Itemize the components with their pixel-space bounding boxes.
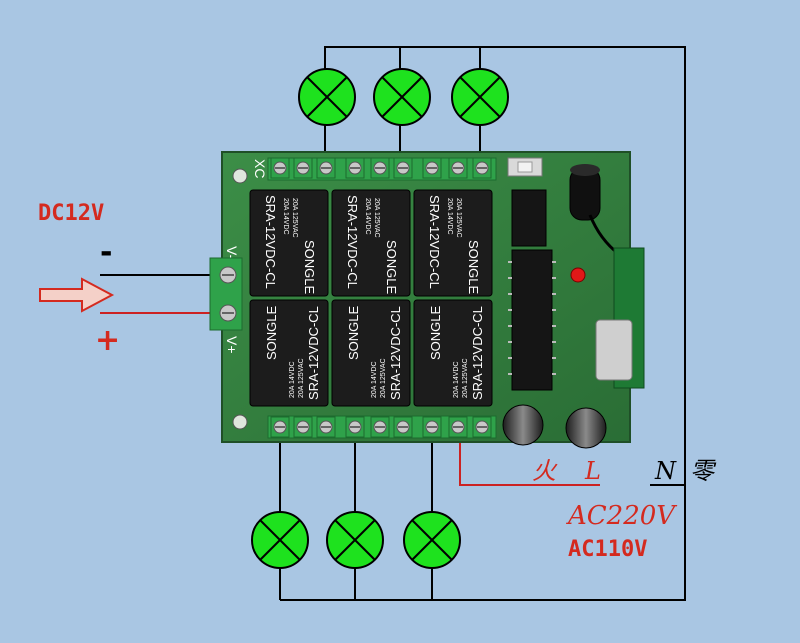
relay-rating: 20A 125VAC (291, 198, 298, 238)
lamp-icon (403, 511, 461, 569)
ic-chip-decoder (511, 249, 553, 391)
plus-sign-label: + (95, 323, 120, 358)
relay-rating: 20A 125VAC (373, 198, 380, 238)
relay-rating: 20A 14VDC (289, 361, 296, 398)
relay-brand: SONGLE (302, 240, 317, 295)
ic-chip-small (511, 189, 547, 247)
bottom-terminal-strip (267, 415, 497, 439)
relay-rating: 20A 125VAC (462, 358, 469, 398)
capacitor-1 (502, 404, 544, 446)
relay-rating: 20A 125VAC (380, 358, 387, 398)
relay-brand: SONGLE (346, 305, 361, 360)
line-L-label: L (584, 457, 601, 485)
line-N-label: N (654, 457, 677, 485)
lamp-icon (326, 511, 384, 569)
mount-hole (232, 414, 248, 430)
relay-model: SRA-12VDC-CL (306, 306, 321, 400)
lamp-icon (451, 68, 509, 126)
minus-sign-label: - (100, 235, 112, 270)
capacitor-2 (565, 407, 607, 449)
ac-voltage-110-label: AC110V (568, 537, 647, 562)
relay-2: SRA-12VDC-CL 20A 14VDC 20A 125VAC SONGLE (331, 189, 411, 297)
relay-rating: 20A 14VDC (282, 198, 289, 235)
relay-board: V- V+ XC SRA-12VDC-CL 2 (209, 151, 645, 449)
relay-model: SRA-12VDC-CL (388, 306, 403, 400)
relay-model: SRA-12VDC-CL (470, 306, 485, 400)
learn-button[interactable] (507, 157, 543, 177)
line-fire-label: 火 (532, 457, 558, 485)
relay-brand: SONGLE (384, 240, 399, 295)
silk-xc: XC (252, 159, 268, 178)
relay-5: SRA-12VDC-CL 20A 14VDC 20A 125VAC SONGLE (331, 299, 411, 407)
lamp-icon (373, 68, 431, 126)
relay-rating: 20A 14VDC (453, 361, 460, 398)
status-led (570, 267, 586, 283)
mount-hole (232, 168, 248, 184)
relay-3: SRA-12VDC-CL 20A 14VDC 20A 125VAC SONGLE (413, 189, 493, 297)
line-zero-label: 零 (690, 457, 717, 485)
relay-rating: 20A 125VAC (455, 198, 462, 238)
relay-brand: SONGLE (428, 305, 443, 360)
relay-brand: SONGLE (466, 240, 481, 295)
silk-v-minus: V- (224, 246, 240, 260)
relay-4: SRA-12VDC-CL 20A 14VDC 20A 125VAC SONGLE (249, 299, 329, 407)
relay-model: SRA-12VDC-CL (427, 195, 442, 289)
dc-voltage-label: DC12V (38, 201, 104, 226)
relay-6: SRA-12VDC-CL 20A 14VDC 20A 125VAC SONGLE (413, 299, 493, 407)
relay-model: SRA-12VDC-CL (345, 195, 360, 289)
ic-pins (508, 261, 556, 375)
silk-v-plus: V+ (224, 336, 240, 354)
power-terminal-block (209, 257, 243, 331)
relay-rating: 20A 14VDC (364, 198, 371, 235)
crystal (595, 319, 633, 381)
ac-voltage-220-label: AC220V (566, 501, 677, 531)
relay-rating: 20A 125VAC (298, 358, 305, 398)
relay-rating: 20A 14VDC (446, 198, 453, 235)
relay-brand: SONGLE (264, 305, 279, 360)
top-terminal-strip (267, 157, 497, 181)
relay-model: SRA-12VDC-CL (263, 195, 278, 289)
input-arrow-icon (39, 277, 115, 313)
lamp-icon (298, 68, 356, 126)
relay-1: SRA-12VDC-CL 20A 14VDC 20A 125VAC SONGLE (249, 189, 329, 297)
lamp-icon (251, 511, 309, 569)
relay-rating: 20A 14VDC (371, 361, 378, 398)
